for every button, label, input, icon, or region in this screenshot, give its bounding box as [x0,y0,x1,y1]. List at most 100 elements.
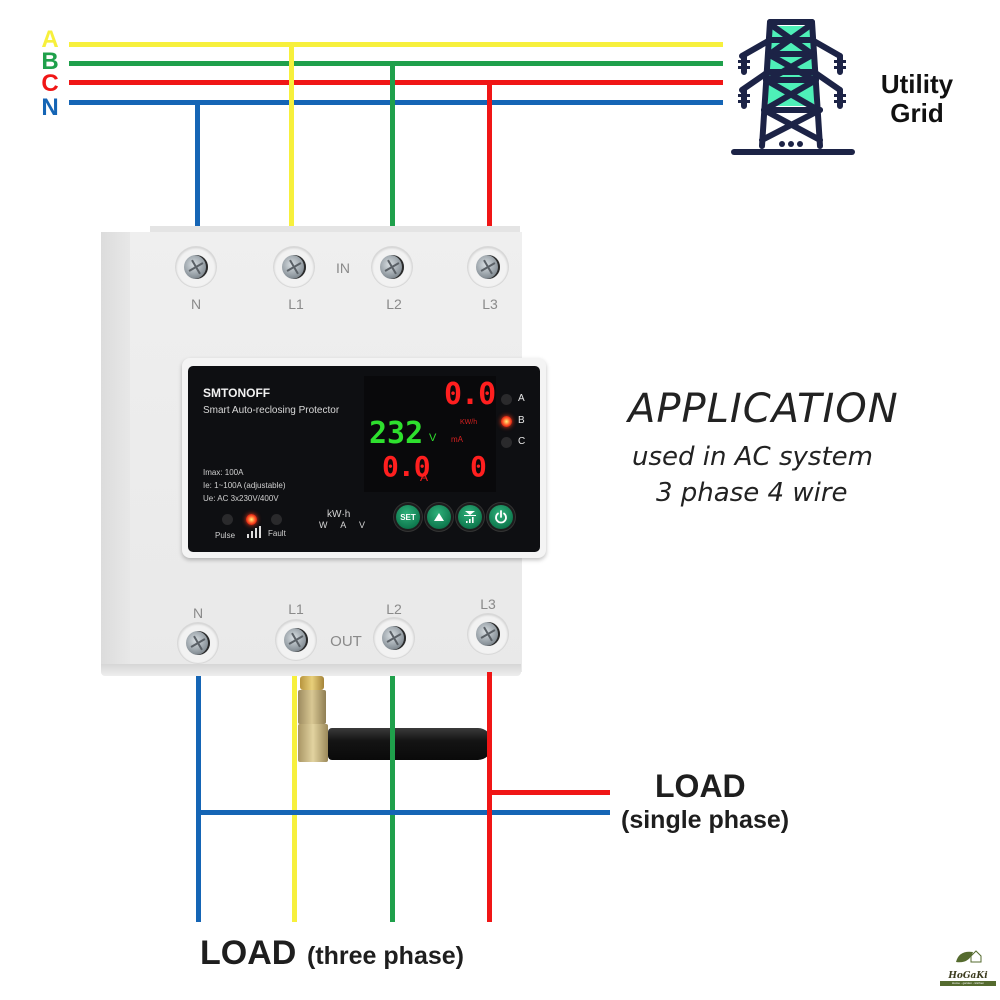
spec-imax: Imax: 100A [203,468,244,477]
antenna-connector-nut [300,676,324,690]
leaf-house-icon [956,950,982,963]
brand-name: SMTONOFF [203,386,271,400]
application-line1: used in AC system [632,442,873,472]
output-wire-l1-over [292,676,297,776]
output-wire-l3-over2 [487,672,492,802]
lcd-display [364,376,496,492]
single-phase-wire-n [198,810,610,815]
output-terminal-label-n: N [192,605,204,621]
energy-value: 0.0 [444,377,496,412]
hogaki-logo: HoGaKi Home - garden - kitchen [940,946,996,990]
output-terminal-label-l1: L1 [288,601,304,617]
current-value: 0.0 [382,450,431,483]
grid-title-line2: Grid [890,98,944,128]
energy-unit: KW/h [460,419,478,426]
antenna [296,676,496,766]
phase-led-label-c: C [518,436,526,447]
current-unit: A [420,470,429,484]
output-terminal-label-l2: L2 [386,601,402,617]
phase-label-b: B [41,48,59,75]
input-terminal-label-n: N [190,296,202,312]
input-terminal-l2[interactable] [372,247,412,287]
set-button[interactable]: SET [396,505,420,529]
phase-led-c [501,437,512,448]
signal-bars-icon [247,526,261,538]
screw-icon [184,255,208,279]
grid-title-line1: Utility [880,69,954,99]
output-wire-l2-over [390,720,395,770]
input-terminal-label-l1: L1 [288,296,304,312]
unit-legend: W A V [319,520,365,530]
signal-led [246,514,257,525]
power-button[interactable] [489,505,513,529]
output-terminal-l1[interactable] [276,620,316,660]
input-label: IN [336,260,350,276]
leakage-value: 0 [470,450,487,483]
three-phase-load-title: LOAD [200,934,297,972]
up-button[interactable] [427,505,451,529]
down-signal-button[interactable] [458,505,482,529]
antenna-connector-body [298,690,326,724]
phase-label-n: N [41,94,59,121]
single-phase-load-title: LOAD [655,768,746,804]
voltage-unit: V [429,432,437,444]
output-terminal-l2[interactable] [374,618,414,658]
unit-v: V [358,520,365,530]
input-wire-l2 [390,61,395,235]
phase-led-label-a: A [518,393,525,404]
device-side [101,232,131,672]
input-terminal-l1[interactable] [274,247,314,287]
phase-label-a: A [41,26,59,53]
antenna-elbow [298,724,328,762]
power-icon [495,510,507,524]
phase-led-b [501,416,512,427]
phase-label-c: C [41,70,59,97]
bus-wire-n [69,100,723,105]
output-wire-l2 [390,672,395,922]
kwh-label: kW·h [327,509,351,520]
spec-ue: Ue: AC 3x230V/400V [203,494,279,503]
output-label: OUT [330,633,362,650]
output-terminal-label-l3: L3 [480,596,496,612]
spec-ie: Ie: 1~100A (adjustable) [203,481,286,490]
grid-title: Utility Grid [872,70,962,128]
voltage-value: 232 [369,416,424,451]
input-terminal-label-l2: L2 [386,296,402,312]
triangle-up-icon [434,513,444,521]
input-wire-n [195,100,200,235]
application-line2: 3 phase 4 wire [656,478,848,508]
screw-icon [476,255,500,279]
unit-w: W [319,520,328,530]
single-phase-load-sub: (single phase) [621,806,790,834]
phase-led-a [501,394,512,405]
logo-name: HoGaKi [948,971,988,981]
screw-icon [476,622,500,646]
pulse-led [222,514,233,525]
single-phase-wire-l3 [490,790,610,795]
input-terminal-n[interactable] [176,247,216,287]
device-top-lip [150,226,520,236]
input-terminal-l3[interactable] [468,247,508,287]
unit-a: A [340,520,347,530]
logo-tagline: Home - garden - kitchen [940,981,996,986]
bus-wire-a [69,42,723,47]
antenna-rod [328,728,492,760]
three-phase-load-sub: (three phase) [307,942,464,970]
model-name: Smart Auto-reclosing Protector [203,405,340,416]
bus-wire-b [69,61,723,66]
bus-wire-c [69,80,723,85]
power-tower-icon [731,19,855,155]
input-wire-l1 [289,42,294,235]
output-terminal-n[interactable] [178,623,218,663]
screw-icon [186,631,210,655]
output-wire-n [196,672,201,922]
phase-led-label-b: B [518,415,525,426]
screw-icon [284,628,308,652]
output-wire-l1 [292,672,297,922]
input-terminal-label-l3: L3 [482,296,498,312]
fault-led [271,514,282,525]
screw-icon [382,626,406,650]
output-wire-l3-over [487,800,492,820]
output-terminal-l3[interactable] [468,614,508,654]
screw-icon [282,255,306,279]
